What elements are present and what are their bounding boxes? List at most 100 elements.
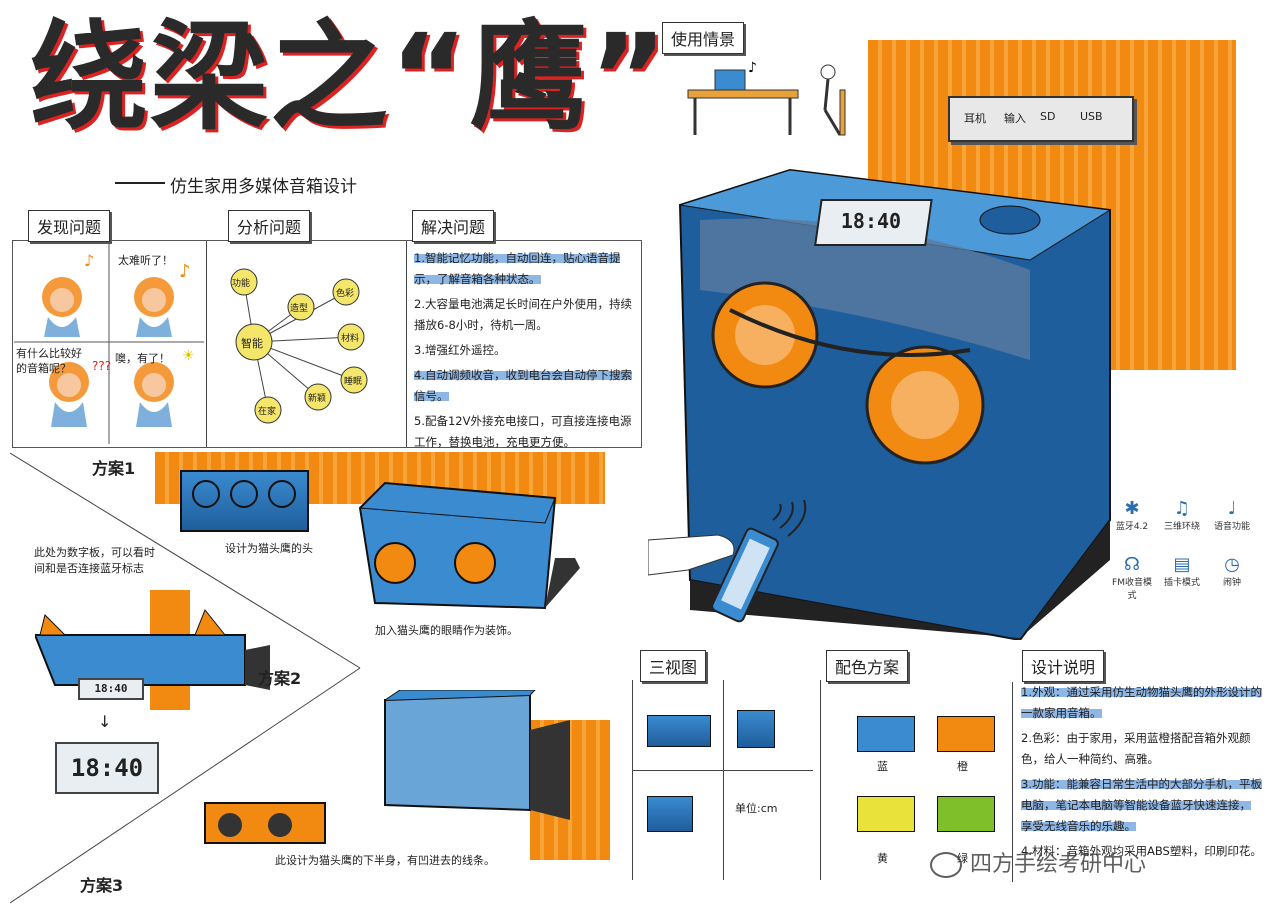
scheme3-label: 方案3 (80, 876, 124, 895)
three-view-unit: 单位:cm (735, 802, 778, 815)
mind-map (230, 268, 368, 424)
discover-bubble-3: 噢，有了！ (115, 352, 170, 365)
feature-label: 闹钟 (1222, 578, 1241, 588)
arrow-down-icon: ↓ (98, 712, 112, 731)
port-usb: USB (1080, 110, 1103, 123)
person-face-4 (134, 362, 174, 427)
side-view (737, 710, 775, 748)
solve-item: 4.自动调频收音，收到电台会自动停下搜索信号。 (414, 368, 632, 403)
port-earphone: 耳机 (964, 112, 986, 125)
mind-map-center-label: 智能 (241, 337, 263, 350)
watermark: 四方手绘考研中心 (930, 846, 1146, 878)
design-note-item: 1.外观：通过采用仿生动物猫头鹰的外形设计的一款家用音箱。 (1021, 685, 1262, 720)
mind-map-node-label: 睡眠 (344, 377, 363, 387)
mind-map-node-label: 造型 (290, 304, 309, 314)
three-view-panel: 单位:cm (632, 680, 813, 880)
solve-item: 3.增强红外遥控。 (414, 343, 506, 357)
design-note-item: 4.材料：音箱外观均采用ABS塑料，印刷印花。 (1021, 844, 1262, 858)
scheme-divider-lines (10, 452, 361, 904)
color-swatch-yellow (857, 796, 915, 832)
page-subtitle: 仿生家用多媒体音箱设计 (115, 172, 357, 197)
color-scheme-panel: 蓝 橙 黄 绿 (820, 680, 1011, 880)
section-tag-three-view: 三视图 (640, 650, 707, 682)
mind-map-node (337, 323, 365, 351)
mind-map-node (254, 396, 282, 424)
port-sd: SD (1040, 110, 1056, 123)
section-tag-design-notes: 设计说明 (1022, 650, 1105, 682)
section-tag-scenario: 使用情景 (662, 22, 745, 54)
top-view (647, 796, 693, 832)
lightbulb-icon: ☀ (182, 348, 195, 364)
solve-item: 2.大容量电池满足长时间在户外使用，持续播放6-8小时，待机一周。 (414, 297, 632, 332)
section-tag-color-scheme: 配色方案 (826, 650, 909, 682)
discover-bubble-2: 有什么比较好的音箱呢？ (16, 347, 82, 375)
scheme1-front-panel (180, 470, 309, 532)
scheme2-label: 方案2 (258, 669, 302, 688)
mind-map-node (304, 383, 332, 411)
color-swatch-blue (857, 716, 915, 752)
speaker-ring-icon (268, 480, 296, 508)
watermark-text: 四方手绘考研中心 (970, 852, 1147, 877)
mind-map-center-node (235, 323, 273, 361)
bluetooth-icon: ✱ (1124, 498, 1140, 519)
color-name-blue: 蓝 (877, 760, 888, 773)
design-notes: 1.外观：通过采用仿生动物猫头鹰的外形设计的一款家用音箱。 2.色彩：由于家用，… (1012, 682, 1262, 882)
design-note-item: 2.色彩：由于家用，采用蓝橙搭配音箱外观颜色，给人一种简约、高雅。 (1021, 731, 1251, 766)
scheme1-label: 方案1 (92, 459, 136, 478)
scheme2-display-enlarged: 18:40 (55, 742, 159, 794)
scheme3-note: 此设计为猫头鹰的下半身，有凹进去的线条。 (275, 854, 495, 867)
alarm-clock-icon: ◷ (1224, 554, 1240, 575)
mind-map-node (230, 268, 258, 296)
mind-map-node-label: 在家 (258, 407, 277, 417)
discover-bubble-1: 太难听了！ (118, 254, 173, 267)
phone-hand-sketch (648, 500, 807, 623)
mind-map-node-label: 新颖 (308, 394, 327, 404)
feature-label: 插卡模式 (1163, 578, 1200, 588)
mind-map-node-label: 材料 (341, 334, 360, 344)
scheme1-speaker-sketch (358, 481, 580, 610)
usage-scenario-sketch: ♪ (687, 60, 846, 136)
music-note-icon: ♪ (179, 261, 191, 282)
scheme3-speaker-sketch (384, 690, 570, 820)
question-marks-icon: ??? (92, 359, 111, 373)
sd-card-icon: ▤ (1173, 554, 1191, 575)
speaker-ring-icon (192, 480, 220, 508)
person-face-3 (49, 362, 89, 427)
solve-notes: 1.智能记忆功能，自动回连，贴心语音提示，了解音箱各种状态。 2.大容量电池满足… (414, 248, 634, 457)
feature-label: 三维环绕 (1163, 522, 1200, 532)
color-name-green: 绿 (957, 852, 968, 865)
solve-item: 1.智能记忆功能，自动回连，贴心语音提示，了解音箱各种状态。 (414, 251, 621, 286)
feature-label: FM收音模式 (1112, 578, 1152, 601)
person-face-2 (134, 277, 174, 337)
surround-sound-icon: ♫ (1173, 498, 1191, 519)
page-title: 绕梁之“鹰” (30, 8, 670, 146)
mind-map-node (340, 366, 368, 394)
section-tag-solve: 解决问题 (412, 210, 495, 242)
scheme2-speaker-sketch (35, 590, 270, 710)
music-note-icon: ♪ (84, 251, 94, 270)
discover-comic: ♪ ♪ ??? ☀ (14, 242, 204, 444)
mind-map-node (287, 293, 315, 321)
color-name-yellow: 黄 (877, 852, 888, 865)
scheme2-note: 此处为数字板，可以看时间和是否连接蓝牙标志 (34, 546, 155, 575)
microphone-icon: ♩ (1227, 498, 1237, 519)
port-panel: 耳机 输入 SD USB (948, 96, 1134, 142)
feature-label: 语音功能 (1213, 522, 1250, 532)
wechat-icon (930, 852, 962, 878)
svg-text:♪: ♪ (748, 60, 757, 76)
port-input: 输入 (1004, 112, 1026, 125)
scheme1-note2: 加入猫头鹰的眼睛作为装饰。 (375, 624, 518, 637)
section-tag-analyze: 分析问题 (228, 210, 311, 242)
feature-icons-grid: ✱蓝牙4.2 ♫三维环绕 ♩语音功能 ☊FM收音模式 ▤插卡模式 ◷闹钟 (1110, 498, 1260, 608)
design-note-item: 3.功能：能兼容日常生活中的大部分手机，平板电脑，笔记本电脑等智能设备蓝牙快速连… (1021, 777, 1262, 833)
color-swatch-orange (937, 716, 995, 752)
section-tag-discover: 发现问题 (28, 210, 111, 242)
scheme3-base-sketch (204, 802, 326, 844)
mind-map-node-label: 功能 (232, 279, 251, 289)
main-display: 18:40 (840, 209, 902, 233)
mind-map-node-label: 色彩 (336, 289, 355, 299)
color-name-orange: 橙 (957, 760, 968, 773)
color-swatch-green (937, 796, 995, 832)
scheme1-note: 设计为猫头鹰的头 (225, 542, 313, 555)
solve-item: 5.配备12V外接充电接口，可直接连接电源工作，替换电池，充电更方便。 (414, 414, 632, 449)
